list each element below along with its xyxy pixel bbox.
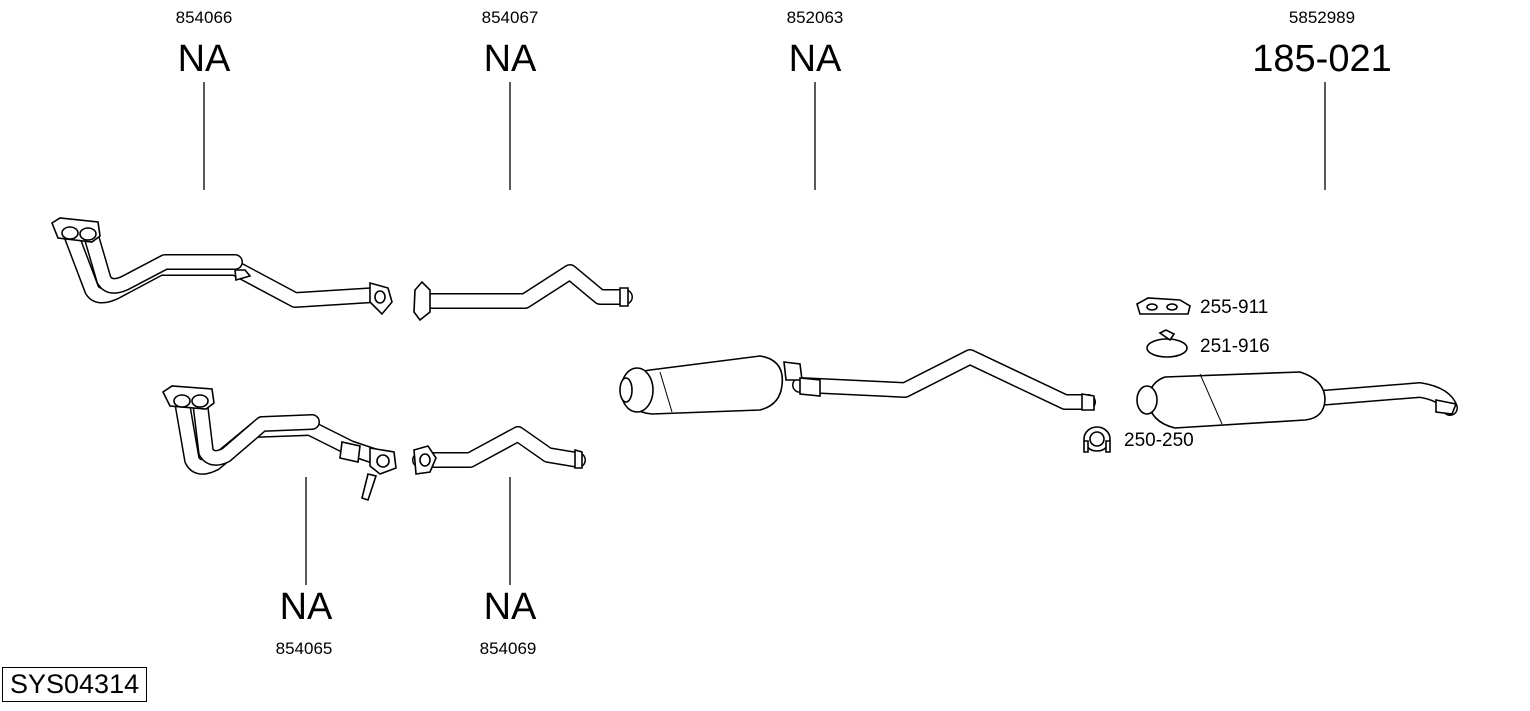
part-ref-5852989: 5852989 — [1288, 8, 1356, 27]
part-854066-downpipe — [51, 217, 393, 316]
part-852063-centre-silencer — [619, 349, 1096, 415]
part-5852989-rear-silencer — [1136, 371, 1458, 429]
part-854065-downpipe — [161, 385, 397, 502]
accessory-label-clamp: 251-916 — [1200, 336, 1270, 357]
part-854067-pipe — [413, 264, 633, 322]
part-code-854069: NA — [483, 586, 537, 628]
rubber-hanger-icon — [1136, 297, 1191, 315]
part-code-852063: NA — [788, 38, 842, 80]
part-ref-852063: 852063 — [786, 8, 844, 27]
diagram-id-box: SYS04314 — [2, 667, 148, 702]
part-854069-pipe — [412, 426, 586, 475]
part-ref-854066: 854066 — [175, 8, 233, 27]
part-ref-854069: 854069 — [479, 639, 537, 658]
u-bolt-clamp-icon — [1083, 426, 1111, 453]
accessory-label-u-bolt: 250-250 — [1124, 430, 1194, 451]
part-code-854065: NA — [279, 586, 333, 628]
part-ref-854067: 854067 — [481, 8, 539, 27]
part-code-854066: NA — [177, 38, 231, 80]
part-code-5852989: 185-021 — [1252, 38, 1392, 80]
pipe-clamp-icon — [1146, 329, 1188, 358]
accessory-label-hanger: 255-911 — [1200, 297, 1269, 318]
part-ref-854065: 854065 — [275, 639, 333, 658]
part-code-854067: NA — [483, 38, 537, 80]
